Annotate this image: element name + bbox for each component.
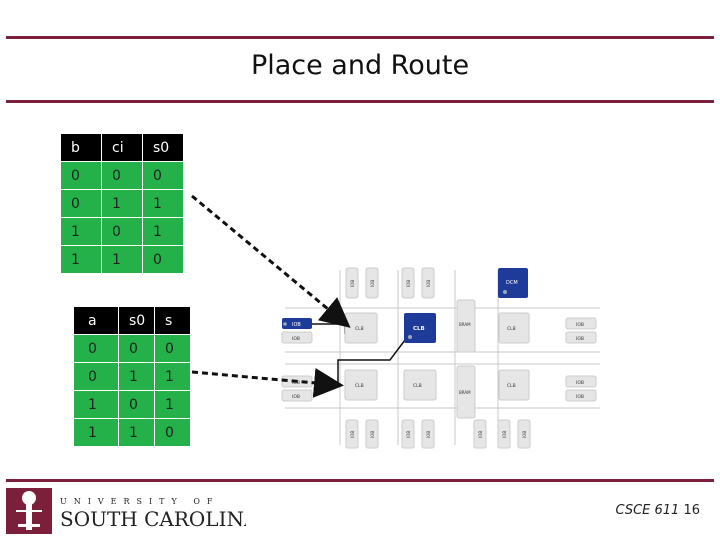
table-cell: 1 (118, 362, 155, 391)
iob-block-highlighted (282, 318, 312, 329)
clb-block (498, 312, 530, 344)
footer-course: CSCE 611 16 (616, 503, 701, 518)
top-rule (6, 36, 714, 39)
iob-label: IOB (292, 380, 300, 386)
clb-block (344, 369, 378, 401)
iob-label: IOB (576, 336, 584, 342)
university-logo: UNIVERSITY OF SOUTH CAROLINA. (6, 488, 265, 540)
bottom-iob-row (345, 419, 531, 449)
top-iob-row (345, 267, 435, 299)
iob-block (565, 331, 597, 344)
truth-table-1: b ci s0 0 0 0 0 1 1 1 0 1 1 1 0 (60, 133, 184, 274)
table-cell: 0 (118, 334, 155, 363)
mapping-arrow-1 (191, 194, 351, 328)
iob-label: IOB (350, 280, 355, 287)
clb-block (403, 369, 437, 401)
iob-label: IOB (292, 336, 300, 342)
table-cell: 0 (101, 217, 143, 246)
table-header-row: a s0 s (73, 306, 191, 335)
iob-label: IOB (502, 431, 507, 438)
page-number: 16 (683, 503, 700, 518)
bram-block (456, 365, 476, 419)
routing-grid (285, 270, 600, 445)
table-cell: 0 (101, 161, 143, 190)
table-row: 1 0 1 (60, 217, 184, 246)
iob-block (565, 317, 597, 330)
logo-name-text: SOUTH CAROLINA. (60, 507, 246, 531)
iob-label: IOB (522, 431, 527, 438)
iob-label: IOB (576, 394, 584, 400)
table-cell: 1 (101, 245, 143, 274)
logo-university-text: UNIVERSITY OF (60, 497, 219, 506)
header-cell: s (154, 306, 191, 335)
table-cell: 1 (154, 390, 191, 419)
iob-label: IOB (426, 431, 431, 438)
iob-label: IOB (576, 322, 584, 328)
footer-rule (6, 479, 714, 482)
clb-label: CLB (413, 383, 422, 389)
iob-label: IOB (370, 431, 375, 438)
bram-label: BRAM (459, 390, 471, 395)
iob-block (281, 331, 313, 344)
table-row: 0 0 0 (60, 161, 184, 190)
clb-label: CLB (507, 383, 516, 389)
table-cell: 1 (73, 390, 119, 419)
table-row: 1 1 0 (73, 418, 191, 447)
iob-label: IOB (350, 431, 355, 438)
iob-block (565, 375, 597, 388)
clb-block (344, 312, 378, 344)
iob-label: IOB (406, 431, 411, 438)
truth-table-2: a s0 s 0 0 0 0 1 1 1 0 1 1 1 0 (73, 306, 191, 447)
iob-block (281, 389, 313, 402)
title-underline (6, 100, 714, 103)
table-cell: 1 (142, 217, 184, 246)
iob-label: IOB (406, 280, 411, 287)
bram-label: BRAM (459, 322, 471, 327)
table-row: 0 1 1 (73, 362, 191, 391)
iob-label: IOB (576, 380, 584, 386)
header-cell: b (60, 133, 102, 162)
iob-block (565, 389, 597, 402)
iob-label: IOB (292, 394, 300, 400)
table-row: 1 1 0 (60, 245, 184, 274)
bram-block (456, 299, 476, 353)
mapping-arrow-2 (191, 367, 344, 398)
iob-label: IOB (478, 431, 483, 438)
clb-label: CLB (355, 383, 364, 389)
clb-label: CLB (355, 326, 364, 332)
iob-label: IOB (426, 280, 431, 287)
iob-label: IOB (370, 280, 375, 287)
table-cell: 0 (154, 334, 191, 363)
table-cell: 1 (60, 245, 102, 274)
iob-label: IOB (292, 322, 301, 328)
clb-label: CLB (413, 326, 425, 332)
table-row: 0 0 0 (73, 334, 191, 363)
slide-title: Place and Route (250, 50, 470, 81)
clb-block (498, 369, 530, 401)
table-cell: 0 (118, 390, 155, 419)
clb-label: CLB (507, 326, 516, 332)
table-cell: 1 (60, 217, 102, 246)
clb-block-highlighted (404, 313, 436, 343)
table-cell: 0 (60, 189, 102, 218)
course-code: CSCE 611 (615, 503, 680, 518)
table-cell: 1 (101, 189, 143, 218)
dcm-label: DCM (506, 280, 518, 286)
table-cell: 0 (142, 161, 184, 190)
table-cell: 0 (142, 245, 184, 274)
table-cell: 0 (154, 418, 191, 447)
table-row: 1 0 1 (73, 390, 191, 419)
header-cell: ci (101, 133, 143, 162)
table-cell: 0 (60, 161, 102, 190)
